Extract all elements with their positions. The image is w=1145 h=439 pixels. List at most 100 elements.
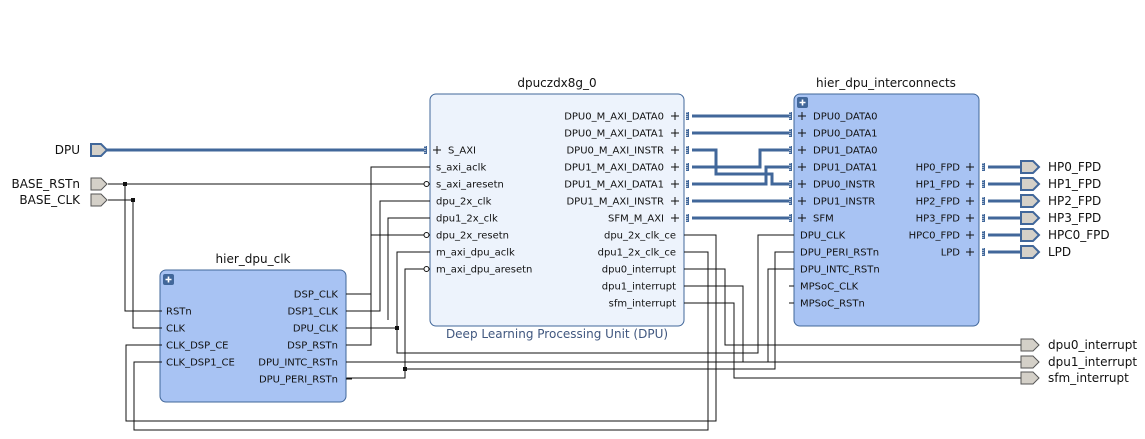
plus-icon[interactable] (966, 214, 974, 222)
input-port-base-rstn[interactable]: BASE_RSTn (11, 177, 108, 191)
pin-mpsoc-clk[interactable]: MPSoC_CLK (789, 282, 859, 293)
block-body[interactable] (159, 269, 347, 403)
pin-lpd[interactable]: LPD (941, 248, 985, 259)
plus-icon[interactable] (798, 180, 806, 188)
pin-s-axi[interactable]: S_AXI (424, 146, 476, 157)
pin-hp2-fpd[interactable]: HP2_FPD (916, 197, 985, 208)
plus-icon[interactable] (798, 129, 806, 137)
pin-dpu1-data0[interactable]: DPU1_DATA0 (789, 146, 878, 157)
plus-icon[interactable] (671, 129, 679, 137)
pin-dpu-2x-resetn[interactable]: dpu_2x_resetn (423, 231, 509, 242)
output-port-sfm-interrupt[interactable]: sfm_interrupt (1020, 371, 1129, 385)
plus-icon[interactable] (966, 248, 974, 256)
block-hier-dpu-clk[interactable]: hier_dpu_clk (159, 252, 347, 403)
pin-dpu0-m-axi-data0[interactable]: DPU0_M_AXI_DATA0 (564, 112, 689, 123)
net-dpu-intc-rstn[interactable] (346, 268, 789, 363)
net-dpu-peri-rstn[interactable] (346, 251, 789, 379)
pin-dpu1-m-axi-instr[interactable]: DPU1_M_AXI_INSTR (566, 197, 689, 208)
block-dpuczdx8g[interactable]: dpuczdx8g_0 Deep Learning Processing Uni… (429, 76, 685, 341)
pin-dpu0-interrupt[interactable]: dpu0_interrupt (602, 265, 692, 276)
net-base-clk[interactable] (108, 199, 162, 329)
plus-icon[interactable] (671, 112, 679, 120)
plus-icon[interactable] (433, 146, 441, 154)
plus-icon[interactable] (671, 146, 679, 154)
net-dpu1-data1[interactable] (692, 165, 789, 186)
plus-icon[interactable] (671, 214, 679, 222)
pin-dpu0-data1[interactable]: DPU0_DATA1 (789, 129, 878, 140)
net-dpu0-instr[interactable] (692, 148, 789, 186)
net-dsp-clk[interactable] (346, 166, 430, 295)
output-port-hp3-fpd[interactable]: HP3_FPD (1020, 211, 1101, 225)
plus-icon[interactable] (966, 163, 974, 171)
pin-dsp-rstn[interactable]: DSP_RSTn (287, 341, 352, 352)
block-body[interactable] (429, 93, 685, 327)
pin-clk-dsp-ce[interactable]: CLK_DSP_CE (154, 341, 229, 352)
output-port-dpu1-interrupt[interactable]: dpu1_interrupt (1020, 355, 1137, 369)
net-dpu1-data0[interactable] (692, 148, 789, 169)
pin-dpu-2x-clk-ce[interactable]: dpu_2x_clk_ce (604, 231, 692, 242)
net-dsp-rstn[interactable] (346, 234, 424, 346)
pin-dpu1-2x-clk-ce[interactable]: dpu1_2x_clk_ce (598, 248, 692, 259)
plus-icon[interactable] (671, 197, 679, 205)
output-port-hp2-fpd[interactable]: HP2_FPD (1020, 194, 1101, 208)
block-hier-dpu-interconnects[interactable]: hier_dpu_interconnects (793, 76, 980, 327)
pin-dpu1-interrupt[interactable]: dpu1_interrupt (602, 282, 692, 293)
input-port-dpu[interactable]: DPU (55, 143, 109, 157)
net-dpu-clk[interactable] (346, 234, 789, 354)
block-body[interactable] (793, 93, 980, 327)
output-port-hp1-fpd[interactable]: HP1_FPD (1020, 177, 1101, 191)
input-port-base-clk[interactable]: BASE_CLK (19, 193, 108, 207)
pin-clk[interactable]: CLK (154, 324, 186, 335)
pin-dpu0-m-axi-data1[interactable]: DPU0_M_AXI_DATA1 (564, 129, 689, 140)
pin-m-axi-dpu-aresetn[interactable]: m_axi_dpu_aresetn (423, 265, 532, 276)
pin-dpu0-m-axi-instr[interactable]: DPU0_M_AXI_INSTR (566, 146, 689, 157)
pin-m-axi-dpu-aclk[interactable]: m_axi_dpu_aclk (424, 248, 515, 259)
pin-hpc0-fpd[interactable]: HPC0_FPD (909, 231, 985, 242)
plus-icon[interactable] (671, 163, 679, 171)
output-port-hp0-fpd[interactable]: HP0_FPD (1020, 160, 1101, 174)
pin-dpu-clk[interactable]: DPU_CLK (789, 231, 846, 242)
pin-dpu0-data0[interactable]: DPU0_DATA0 (789, 112, 878, 123)
pin-dpu-peri-rstn[interactable]: DPU_PERI_RSTn (789, 248, 879, 259)
net-dpu0-interrupt[interactable] (692, 268, 1021, 346)
output-port-lpd[interactable]: LPD (1020, 245, 1071, 259)
pin-hp3-fpd[interactable]: HP3_FPD (916, 214, 985, 225)
plus-icon[interactable] (798, 197, 806, 205)
plus-icon[interactable] (798, 112, 806, 120)
net-dsp-ce[interactable] (125, 234, 717, 422)
plus-icon[interactable] (966, 180, 974, 188)
pin-dpu-2x-clk[interactable]: dpu_2x_clk (424, 197, 492, 208)
pin-dpu1-m-axi-data1[interactable]: DPU1_M_AXI_DATA1 (564, 180, 689, 191)
expand-icon[interactable] (163, 274, 174, 285)
pin-dpu1-m-axi-data0[interactable]: DPU1_M_AXI_DATA0 (564, 163, 689, 174)
plus-icon[interactable] (798, 163, 806, 171)
plus-icon[interactable] (671, 180, 679, 188)
plus-icon[interactable] (966, 197, 974, 205)
net-dsp1-clk[interactable] (346, 200, 430, 312)
pin-hp1-fpd[interactable]: HP1_FPD (916, 180, 985, 191)
pin-dsp1-clk[interactable]: DSP1_CLK (287, 307, 352, 318)
pin-dpu1-instr[interactable]: DPU1_INSTR (789, 197, 875, 208)
pin-s-axi-aclk[interactable]: s_axi_aclk (424, 163, 486, 174)
expand-icon[interactable] (797, 97, 808, 108)
pin-dpu-clk[interactable]: DPU_CLK (293, 324, 352, 335)
pin-sfm[interactable]: SFM (789, 214, 834, 225)
pin-s-axi-aresetn[interactable]: s_axi_aresetn (423, 180, 504, 191)
output-port-dpu0-interrupt[interactable]: dpu0_interrupt (1020, 338, 1137, 352)
pin-hp0-fpd[interactable]: HP0_FPD (916, 163, 985, 174)
pin-sfm-m-axi[interactable]: SFM_M_AXI (608, 214, 689, 225)
net-dpu1-interrupt[interactable] (692, 285, 1021, 363)
plus-icon[interactable] (798, 214, 806, 222)
plus-icon[interactable] (966, 231, 974, 239)
pin-dpu-peri-rstn[interactable]: DPU_PERI_RSTn (259, 375, 352, 386)
plus-icon[interactable] (798, 146, 806, 154)
pin-dpu-intc-rstn[interactable]: DPU_INTC_RSTn (789, 265, 880, 276)
net-sfm-interrupt[interactable] (692, 302, 1021, 379)
net-dpu1-2x-clk[interactable] (387, 217, 430, 320)
pin-dpu0-instr[interactable]: DPU0_INSTR (789, 180, 875, 191)
pin-mpsoc-rstn[interactable]: MPSoC_RSTn (789, 299, 865, 310)
pin-dpu1-2x-clk[interactable]: dpu1_2x_clk (424, 214, 498, 225)
pin-dpu-intc-rstn[interactable]: DPU_INTC_RSTn (258, 358, 352, 369)
net-dsp1-ce[interactable] (133, 251, 709, 431)
output-port-hpc0-fpd[interactable]: HPC0_FPD (1020, 228, 1110, 242)
